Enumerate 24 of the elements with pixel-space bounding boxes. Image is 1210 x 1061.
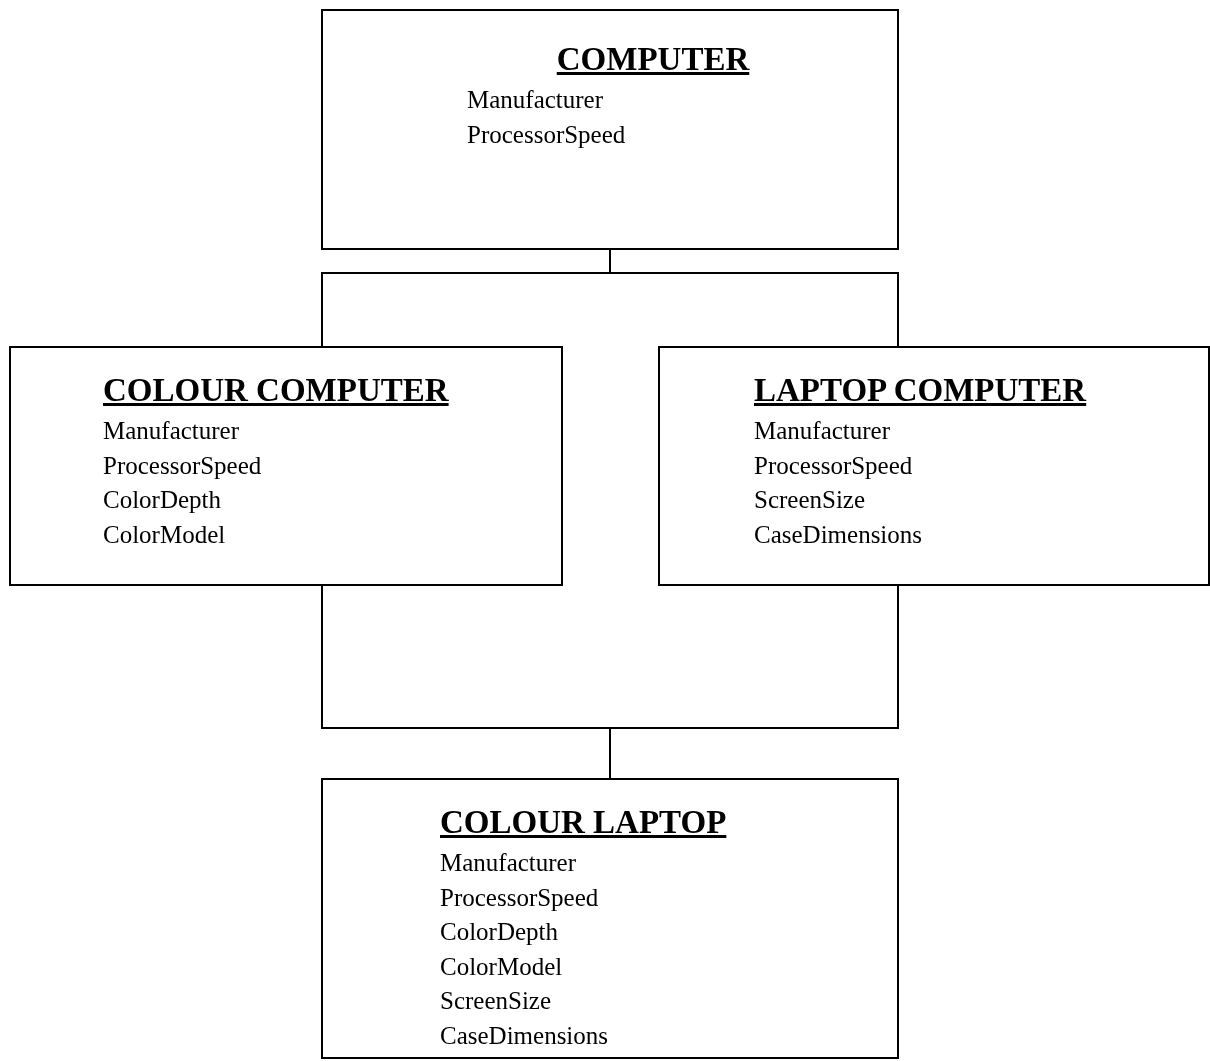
attribute-text: ScreenSize <box>754 485 866 515</box>
attribute-text: CaseDimensions <box>754 519 923 550</box>
attribute-text: Manufacturer <box>440 848 577 878</box>
attribute-text: ScreenSize <box>440 986 552 1016</box>
class-name: LAPTOP COMPUTER <box>754 371 1087 410</box>
class-box <box>658 346 1210 586</box>
class-name: COLOUR LAPTOP <box>440 803 727 842</box>
attribute-text: CaseDimensions <box>440 1020 609 1051</box>
attribute-text: Manufacturer <box>754 416 891 446</box>
class-box <box>321 9 899 250</box>
attribute-text: ProcessorSpeed <box>754 450 913 481</box>
class-name: COLOUR COMPUTER <box>103 371 449 410</box>
attribute-text: ProcessorSpeed <box>467 119 626 150</box>
attribute-text: ProcessorSpeed <box>103 450 262 481</box>
attribute-text: ProcessorSpeed <box>440 882 599 913</box>
attribute-text: ColorModel <box>440 951 563 982</box>
class-box <box>9 346 563 586</box>
attribute-text: ColorModel <box>103 519 226 550</box>
class-box <box>321 778 899 1059</box>
attribute-text: Manufacturer <box>103 416 240 446</box>
attribute-text: Manufacturer <box>467 85 604 115</box>
class-name: COMPUTER <box>556 40 750 79</box>
attribute-text: ColorDepth <box>440 917 559 947</box>
attribute-text: ColorDepth <box>103 485 222 515</box>
